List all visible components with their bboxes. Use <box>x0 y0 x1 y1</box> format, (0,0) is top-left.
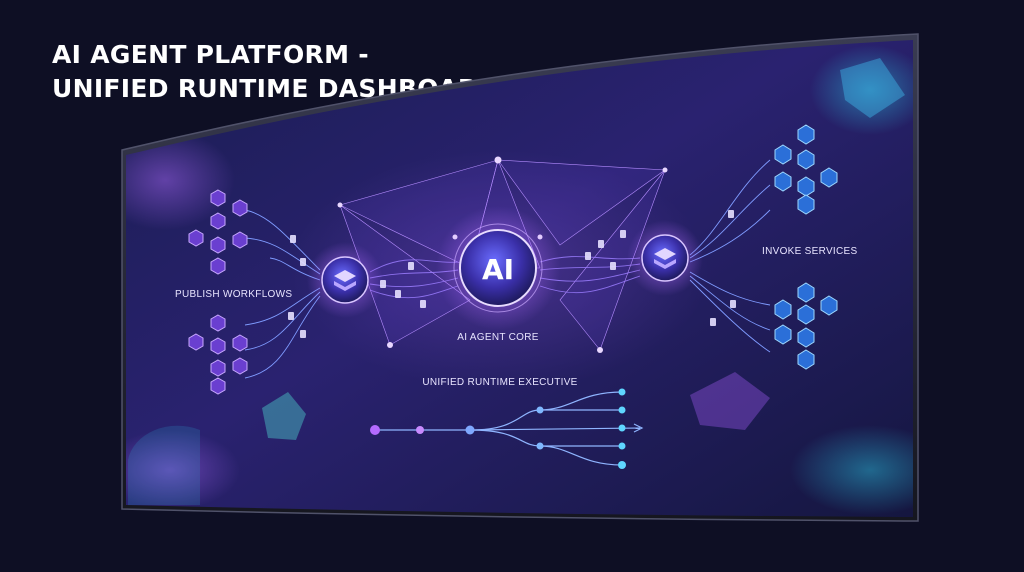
service-hex-cluster-bottom <box>774 282 838 370</box>
services-node <box>627 220 703 296</box>
service-hex-cluster-top <box>774 124 838 215</box>
title-line-1: AI AGENT PLATFORM - <box>52 40 369 69</box>
ai-core-node <box>436 206 560 330</box>
screen: PUBLISH WORKFLOWS INVOKE SERVICES AI AGE… <box>126 40 913 517</box>
publish-workflows-label: PUBLISH WORKFLOWS <box>175 289 292 300</box>
crystal-shape <box>690 372 770 430</box>
crystal-shape <box>262 392 306 440</box>
ai-core-label: AI AGENT CORE <box>457 332 539 343</box>
invoke-services-label: INVOKE SERVICES <box>762 246 857 257</box>
pipeline-nodes <box>370 388 626 469</box>
publish-node <box>307 242 383 318</box>
ai-core-text: AI <box>482 253 514 286</box>
crystal-shape <box>840 58 905 118</box>
workflow-hex-cluster-top <box>188 189 248 275</box>
document-icons <box>288 210 736 338</box>
workflow-hex-cluster-bottom <box>188 314 248 395</box>
runtime-executive-label: UNIFIED RUNTIME EXECUTIVE <box>422 377 577 388</box>
